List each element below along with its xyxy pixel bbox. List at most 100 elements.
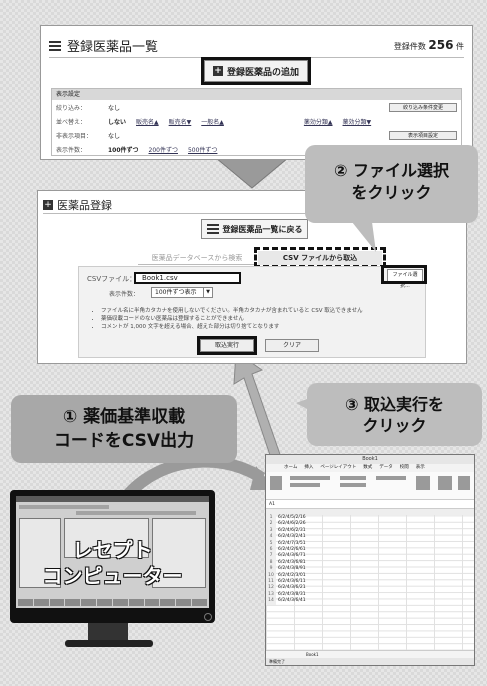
count-value: 256	[428, 38, 454, 52]
excel-cell[interactable]: 6/2/4/3/2/41	[278, 534, 306, 540]
plus-icon: +	[212, 66, 223, 76]
sort-row: 並べ替え： しない 販売名▲ 販売名▼ 一般名▲ 薬効分類▲ 薬効分類▼	[56, 117, 371, 126]
font-style-icon	[290, 483, 320, 487]
excel-row-number: 11	[266, 579, 276, 586]
excel-cell[interactable]: 6/2/4/3/6/11	[278, 579, 306, 585]
excel-row-number: 9	[266, 566, 276, 573]
excel-grid	[266, 509, 474, 652]
excel-cell[interactable]: 6/2/4/6/2/26	[278, 521, 306, 527]
note-item: 薬価収載コードのない医薬品は登録することができません	[101, 315, 363, 323]
clear-button[interactable]: クリア	[265, 339, 319, 352]
align-icon	[340, 483, 366, 487]
monitor-stand	[88, 623, 128, 643]
excel-cell[interactable]: 6/2/4/3/8/31	[278, 591, 306, 597]
sort-link[interactable]: 販売名▲	[136, 119, 159, 126]
cells-icon	[438, 476, 452, 490]
csv-file-field[interactable]: Book1.csv	[134, 272, 241, 284]
display-count-label: 表示件数：	[109, 291, 140, 298]
excel-row-number: 14	[266, 598, 276, 605]
excel-tab[interactable]: データ	[379, 465, 393, 470]
excel-cell[interactable]: 6/2/4/5/2/16	[278, 515, 306, 520]
sort-link[interactable]: 販売名▼	[168, 119, 192, 126]
add-button-label: 登録医薬品の追加	[226, 67, 299, 78]
filter-value: なし	[108, 105, 121, 112]
excel-row-number: 13	[266, 591, 276, 599]
callout-step2-line2: をクリック	[351, 183, 432, 202]
highlight-frame-import	[197, 336, 257, 355]
note-item: コメントが 1,000 文字を超える場合、超えた部分は切り捨てとなります	[101, 323, 363, 331]
list-icon	[206, 224, 219, 234]
screen-row	[19, 505, 109, 509]
tab-database-search[interactable]: 医薬品データベースから検索	[138, 251, 256, 265]
tab-csv-import[interactable]: CSV ファイルから取込	[258, 251, 382, 265]
hidden-label: 非表示項目：	[56, 133, 93, 140]
excel-sheet-tab[interactable]: Book1	[266, 650, 474, 658]
excel-cell[interactable]: 6/2/4/3/6/71	[278, 553, 306, 559]
highlight-frame-add	[201, 57, 311, 85]
excel-tab[interactable]: ホーム	[284, 465, 298, 470]
excel-cell[interactable]: 6/2/4/3/6/21	[278, 585, 306, 591]
sort-link[interactable]: 薬効分類▲	[303, 119, 333, 126]
editing-icon	[458, 476, 470, 490]
filter-label: 絞り込み：	[56, 105, 87, 112]
excel-ribbon-tabs: ホーム 挿入 ページレイアウト 数式 データ 校閲 表示	[266, 464, 474, 472]
filter-row: 絞り込み： なし	[56, 103, 120, 112]
excel-row-number: 4	[266, 534, 276, 541]
sort-label: 並べ替え：	[56, 119, 87, 126]
excel-cell[interactable]: 6/2/4/2/3/01	[278, 572, 306, 578]
excel-cell[interactable]: 6/2/4/3/6/41	[278, 598, 306, 604]
excel-cell[interactable]: 6/2/4/3/6/81	[278, 559, 306, 565]
hidden-row: 非表示項目： なし	[56, 131, 120, 140]
back-to-list-button[interactable]: 登録医薬品一覧に戻る	[201, 219, 308, 239]
excel-cell[interactable]: 6/2/4/2/6/61	[278, 547, 306, 553]
list-title-text: 登録医薬品一覧	[67, 40, 159, 55]
excel-window: Book1 ファイル ホーム 挿入 ページレイアウト 数式 データ 校閲 表示 …	[265, 454, 475, 666]
callout-step3: ③ 取込実行を クリック	[307, 383, 482, 446]
excel-tab[interactable]: ページレイアウト	[320, 465, 357, 470]
excel-formula-bar[interactable]: A1	[266, 500, 474, 509]
excel-status-bar: 準備完了	[266, 658, 474, 665]
filter-change-button[interactable]: 絞り込み条件変更	[389, 103, 457, 112]
excel-row-number: 2	[266, 521, 276, 528]
display-count-select[interactable]: 100件ずつ表示 ▼	[151, 287, 213, 298]
column-settings-button[interactable]: 表示項目設定	[389, 131, 457, 140]
excel-tab[interactable]: 挿入	[304, 465, 314, 470]
list-screen: 登録医薬品一覧 登録件数 256 件 + 登録医薬品の追加 表示設定 絞り込み：…	[40, 25, 473, 160]
paste-icon	[270, 476, 282, 490]
add-medicine-button[interactable]: + 登録医薬品の追加	[204, 60, 308, 82]
callout-step1-line1: ① 薬価基準収載	[62, 407, 186, 427]
per-page-link[interactable]: 200件ずつ	[148, 147, 178, 154]
number-format-icon	[376, 476, 406, 480]
excel-tab[interactable]: 数式	[363, 465, 373, 470]
monitor-screen: レセプト コンピューター	[16, 496, 209, 608]
sort-link[interactable]: 薬効分類▼	[342, 119, 372, 126]
sort-none[interactable]: しない	[108, 119, 127, 126]
excel-tab[interactable]: 表示	[415, 465, 425, 470]
callout-step1-line2: コードをCSV出力	[53, 431, 195, 451]
monitor-label-line1: レセプト	[72, 538, 153, 562]
excel-cell[interactable]: 6/2/4/3/8/91	[278, 566, 306, 572]
excel-cell[interactable]: 6/2/4/7/3/51	[278, 540, 306, 546]
register-header: + 医薬品登録	[43, 196, 461, 214]
excel-column-header	[266, 509, 474, 515]
per-page-link[interactable]: 500件ずつ	[187, 147, 218, 154]
import-execute-button[interactable]: 取込実行	[200, 339, 254, 352]
excel-cell[interactable]: 6/2/4/6/2/31	[278, 527, 306, 533]
per-page-row: 表示件数： 100件ずつ 200件ずつ 500件ずつ	[56, 145, 217, 154]
csv-file-label: CSVファイル：	[87, 275, 137, 283]
excel-tab[interactable]: 校閲	[399, 465, 409, 470]
monitor-base	[65, 640, 153, 647]
callout-tail-step2	[352, 222, 376, 252]
excel-row-number: 7	[266, 553, 276, 560]
excel-row-number: 8	[266, 559, 276, 567]
display-settings: 表示設定 絞り込み： なし 絞り込み条件変更 並べ替え： しない 販売名▲ 販売…	[51, 88, 462, 156]
sort-link[interactable]: 一般名▲	[201, 119, 224, 126]
